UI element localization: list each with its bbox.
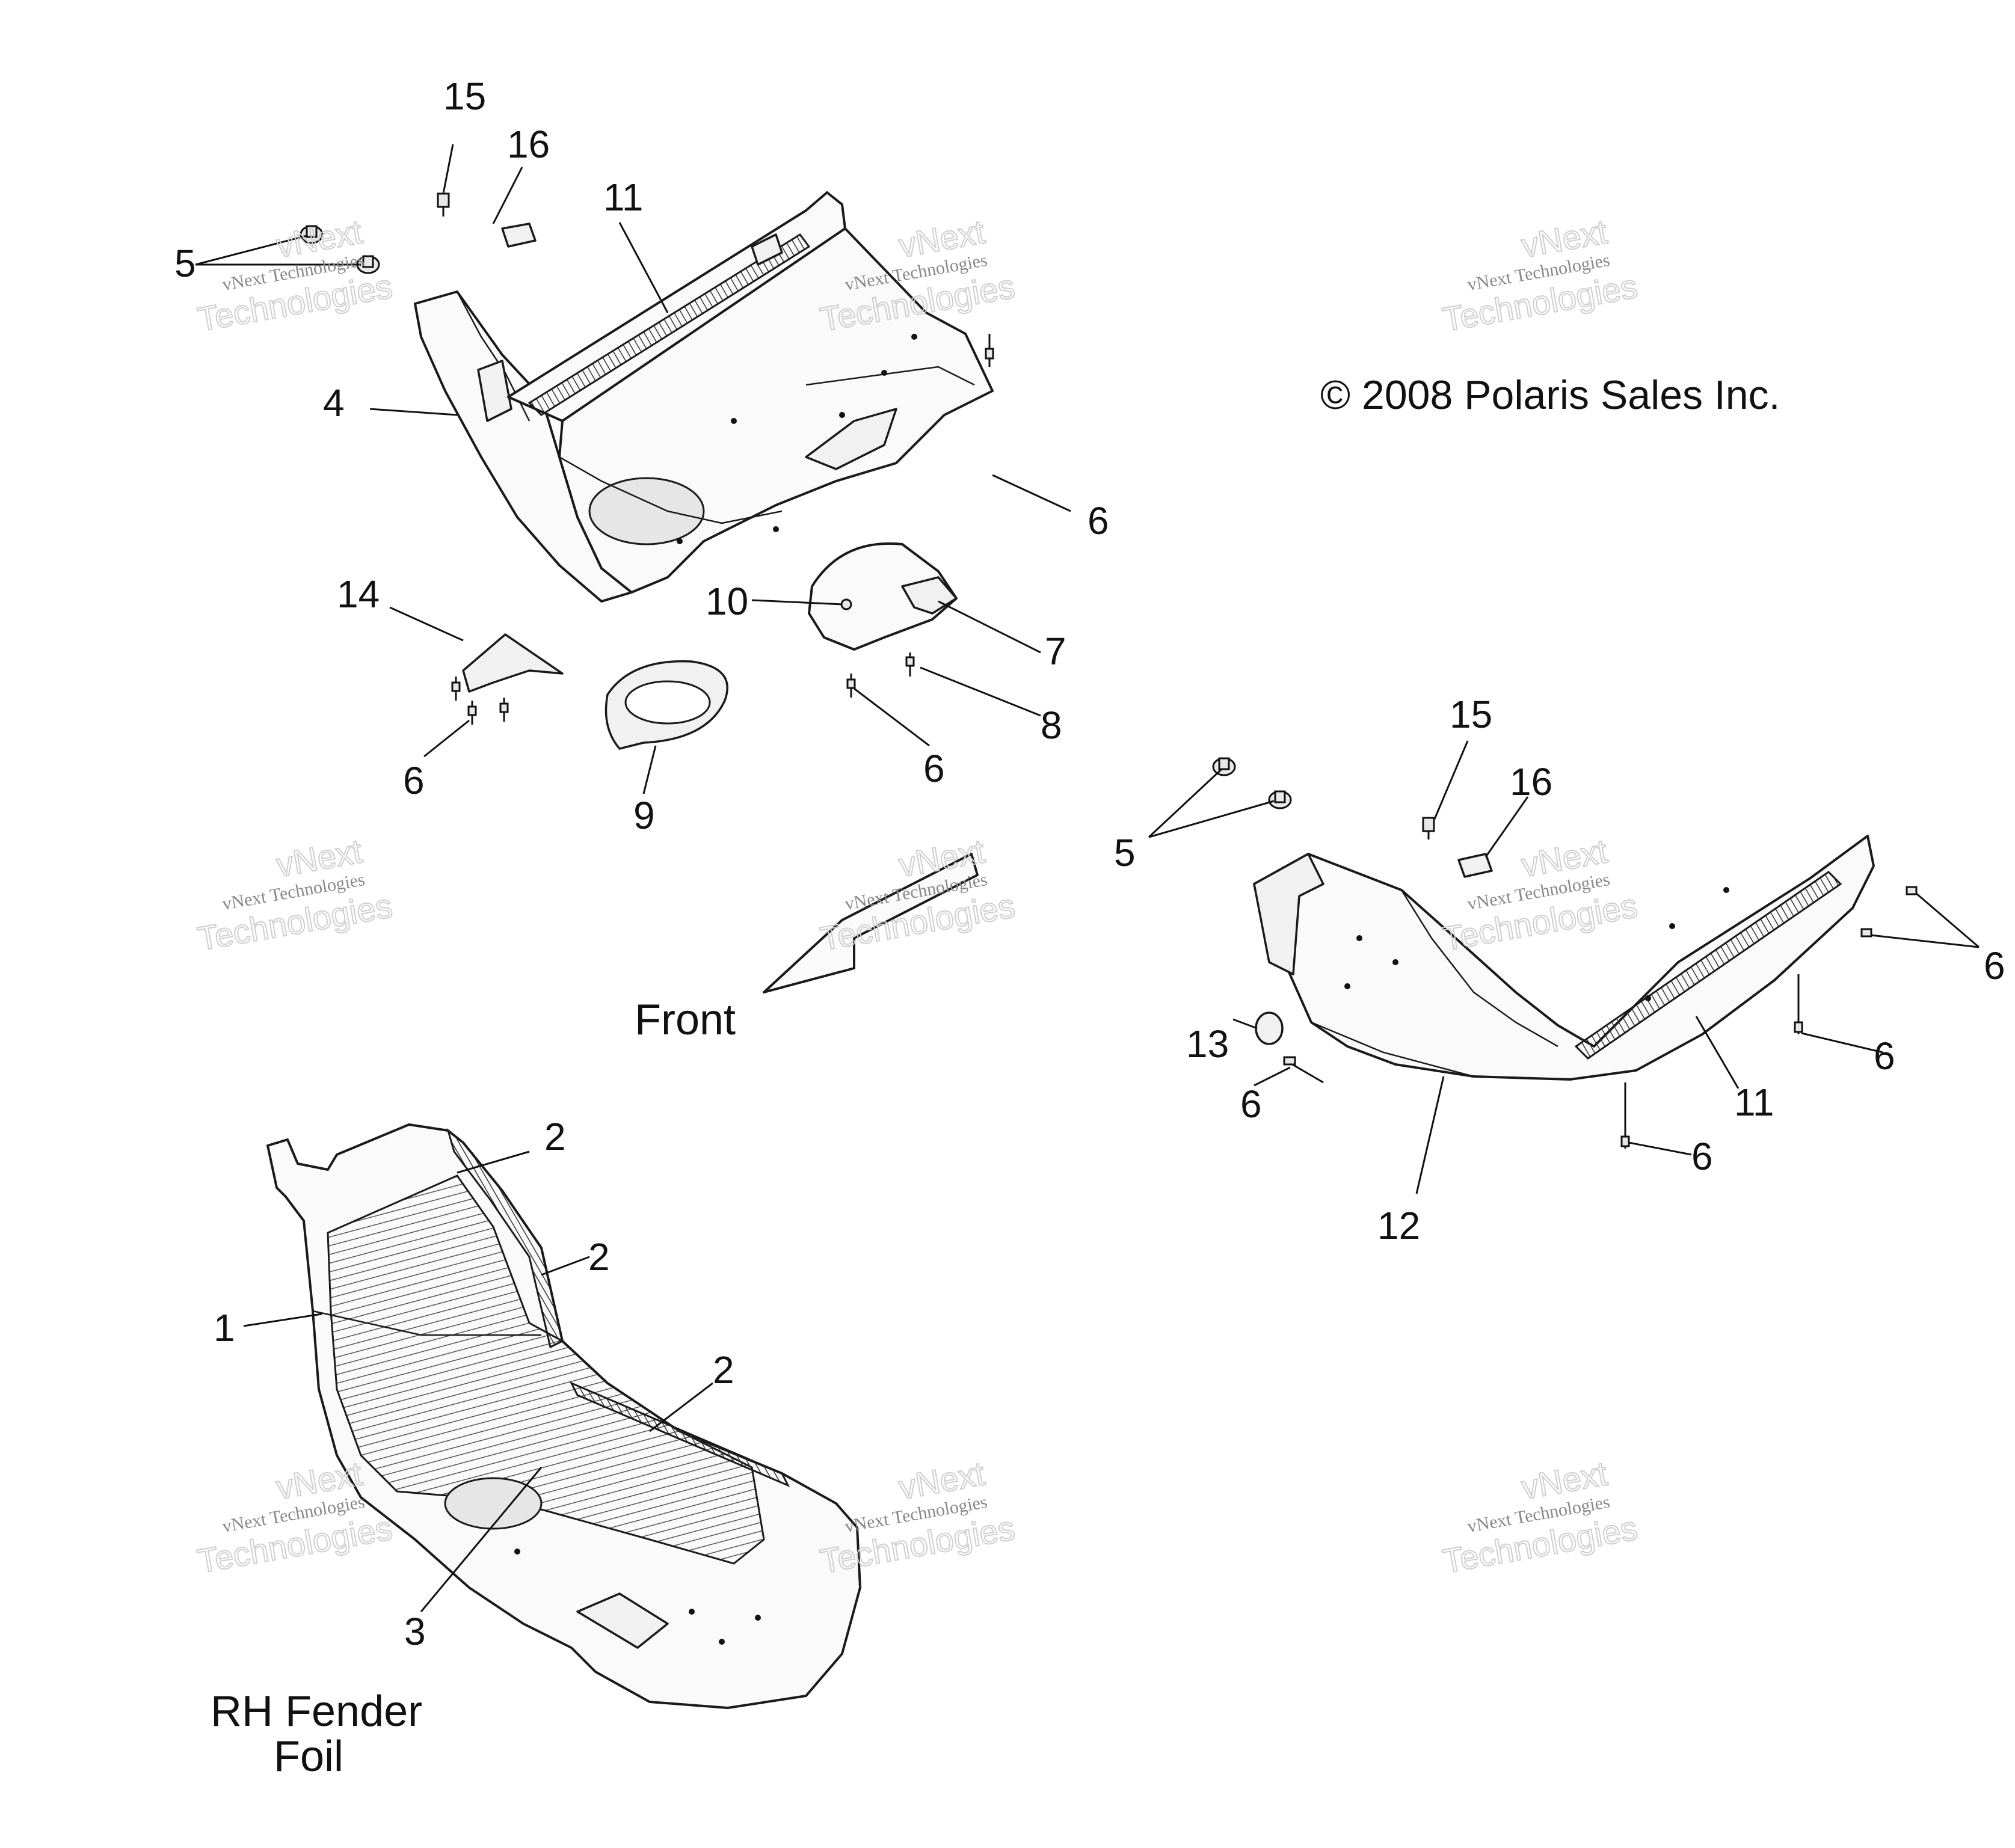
clip-16-right <box>1457 853 1493 878</box>
callout-11-right: 11 <box>1734 1081 1774 1124</box>
loose-parts-upper-left <box>300 192 994 750</box>
leader-lines <box>195 144 1980 1612</box>
callout-6-g: 6 <box>1691 1135 1713 1178</box>
rivets-6-right <box>1283 886 1918 1149</box>
watermark: vNext vNext Technologies Technologies <box>817 831 1018 959</box>
callout-6-f: 6 <box>1240 1082 1262 1126</box>
callout-7: 7 <box>1045 630 1066 673</box>
loose-parts-right <box>1212 757 1918 1149</box>
callout-3: 3 <box>404 1610 426 1653</box>
callout-12: 12 <box>1377 1204 1420 1247</box>
bracket-14 <box>462 633 564 693</box>
rivets-6-bracket <box>451 677 509 725</box>
nut-10 <box>840 598 852 610</box>
caption-line1: RH Fender <box>211 1687 422 1736</box>
screw-15-upper <box>437 192 450 208</box>
callout-numbers: 15 16 11 5 4 6 14 10 7 8 6 6 9 15 16 5 6… <box>174 75 2005 1653</box>
watermark: vNext vNext Technologies Technologies <box>1439 1454 1641 1581</box>
plug-13 <box>1255 1011 1284 1045</box>
panel-7 <box>808 542 958 651</box>
front-direction-arrow <box>763 853 979 993</box>
clip-16-upper <box>501 223 537 248</box>
screw-15-right <box>1422 817 1435 832</box>
caption-line2: Foil <box>274 1733 343 1781</box>
callout-5-right: 5 <box>1114 831 1136 874</box>
callout-14: 14 <box>337 573 380 616</box>
callout-11-upper: 11 <box>603 176 643 219</box>
callout-6-b: 6 <box>403 759 425 802</box>
copyright-notice: © 2008 Polaris Sales Inc. <box>1320 372 1780 418</box>
callout-6-a: 6 <box>1087 499 1109 542</box>
callout-6-d: 6 <box>1984 944 2005 987</box>
watermark: vNext vNext Technologies Technologies <box>1439 212 1641 339</box>
rivets-6-upper <box>846 334 994 698</box>
callout-4: 4 <box>323 381 345 425</box>
watermark: vNext vNext Technologies Technologies <box>1439 831 1641 959</box>
front-label: Front <box>635 996 736 1044</box>
callout-10: 10 <box>706 580 748 623</box>
callout-16-right: 16 <box>1510 760 1552 803</box>
callout-2-b: 2 <box>588 1235 610 1279</box>
fender-assembly-upper-left <box>414 191 994 603</box>
callout-15-upper: 15 <box>443 75 486 118</box>
callout-16-upper: 16 <box>507 123 550 166</box>
callout-1: 1 <box>214 1306 235 1349</box>
watermark: vNext vNext Technologies Technologies <box>194 212 396 339</box>
callout-6-c: 6 <box>923 747 945 790</box>
push-rivet-5-right <box>1212 757 1292 809</box>
callout-2-c: 2 <box>713 1348 734 1392</box>
watermark: vNext vNext Technologies Technologies <box>194 831 396 959</box>
callout-9: 9 <box>633 794 655 837</box>
callout-13: 13 <box>1186 1022 1229 1066</box>
callout-15-right: 15 <box>1450 693 1492 736</box>
callout-5-upper: 5 <box>174 242 196 285</box>
callout-2-a: 2 <box>544 1115 566 1158</box>
callout-8: 8 <box>1041 704 1062 747</box>
callout-6-e: 6 <box>1874 1034 1895 1078</box>
push-rivet-5-upper <box>300 225 380 274</box>
rh-fender-foil-assembly <box>266 1123 861 1709</box>
fender-assembly-right <box>1253 835 1875 1081</box>
